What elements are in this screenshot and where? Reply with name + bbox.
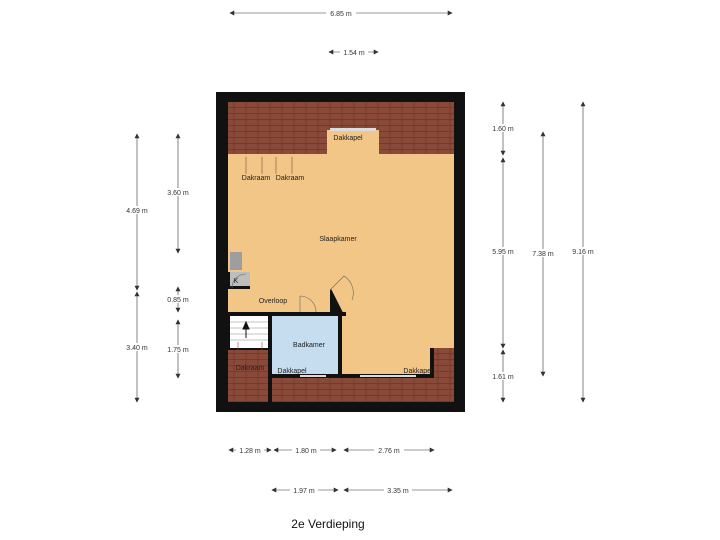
roof-slope-bottom-right bbox=[434, 348, 454, 378]
dakkapel-right-label: Dakkapel bbox=[403, 368, 433, 375]
dim-left-upper: 3.60 m bbox=[167, 190, 189, 197]
overloop-label: Overloop bbox=[259, 298, 288, 305]
dim-right-bottom: 1.61 m bbox=[492, 374, 514, 381]
dim-right-total: 7.38 m bbox=[532, 251, 554, 258]
kast-upper bbox=[230, 252, 242, 270]
dakraam-label-1: Dakraam bbox=[242, 175, 271, 182]
roof-slope-bottom-left bbox=[228, 350, 272, 402]
wall-bath-top bbox=[266, 312, 346, 316]
dim-left-mid: 0.85 m bbox=[167, 297, 189, 304]
badkamer-floor bbox=[272, 316, 338, 374]
window-bath bbox=[300, 375, 326, 377]
dim-right-mid: 5.95 m bbox=[492, 249, 514, 256]
dim-bottom-2: 1.80 m bbox=[295, 448, 317, 455]
dakkapel-bath-label: Dakkapel bbox=[277, 368, 307, 375]
roof-slope-bottom bbox=[272, 378, 454, 402]
dim-bottom-4: 1.97 m bbox=[293, 488, 315, 495]
dakkapel-top-window bbox=[330, 128, 376, 131]
stairs bbox=[230, 316, 268, 348]
dim-left-lower: 1.75 m bbox=[167, 347, 189, 354]
dim-top-total: 6.85 m bbox=[330, 11, 352, 18]
dim-top-dormer: 1.54 m bbox=[343, 50, 365, 57]
door-bath bbox=[299, 295, 317, 313]
dakraam-label-3: Dakraam bbox=[236, 365, 265, 372]
dim-bottom-5: 3.35 m bbox=[387, 488, 409, 495]
dim-right-top: 1.60 m bbox=[492, 126, 514, 133]
overloop-floor bbox=[228, 289, 330, 312]
stair-treads bbox=[230, 321, 268, 341]
dim-left-total-lower: 3.40 m bbox=[126, 345, 148, 352]
badkamer-label: Badkamer bbox=[293, 342, 326, 349]
window-bedroom bbox=[360, 375, 416, 377]
wall-bottom-right bbox=[430, 348, 434, 378]
wall-bath-right bbox=[338, 312, 342, 378]
floor-title: 2e Verdieping bbox=[291, 517, 364, 531]
wall-diagonal bbox=[328, 289, 344, 315]
stair-arrow-icon bbox=[242, 320, 250, 338]
dim-bottom-1: 1.28 m bbox=[239, 448, 261, 455]
slaapkamer-floor bbox=[228, 154, 454, 376]
dim-right-outer-total: 9.16 m bbox=[572, 249, 594, 256]
dim-bottom-3: 2.76 m bbox=[378, 448, 400, 455]
door-bedroom bbox=[329, 275, 354, 301]
kast-label: K bbox=[234, 278, 239, 285]
door-kast bbox=[231, 273, 247, 289]
dakraam-symbols bbox=[237, 157, 293, 362]
slaapkamer-label: Slaapkamer bbox=[319, 236, 357, 243]
dakkapel-top-floor bbox=[327, 130, 379, 156]
dakraam-label-2: Dakraam bbox=[276, 175, 305, 182]
wall-bath-left bbox=[268, 312, 272, 402]
wall-overloop-top bbox=[228, 286, 250, 289]
dim-left-total-upper: 4.69 m bbox=[126, 208, 148, 215]
dakkapel-top-label: Dakkapel bbox=[333, 135, 363, 142]
kast-floor bbox=[230, 272, 250, 286]
